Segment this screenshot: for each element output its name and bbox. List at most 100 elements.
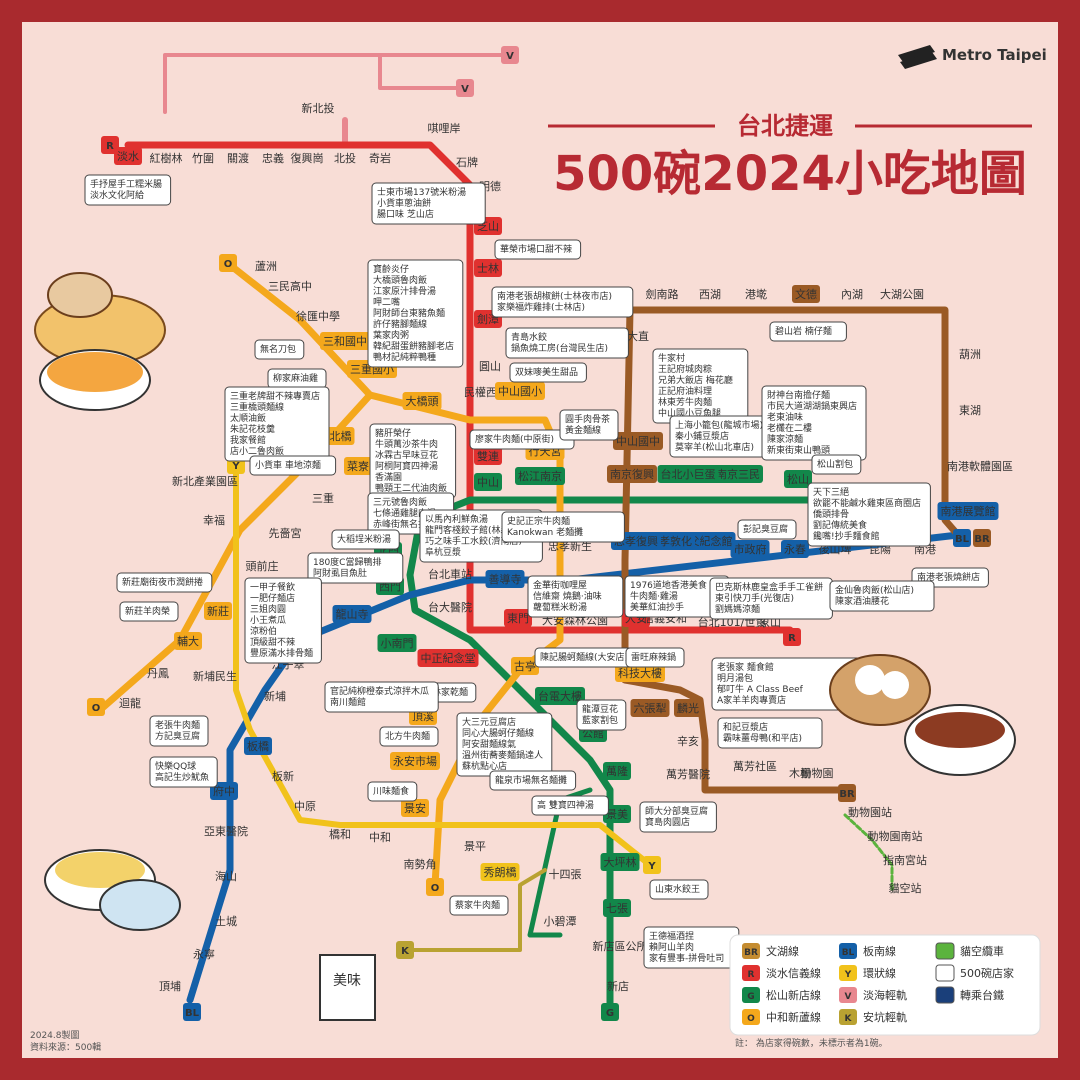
station-78[interactable]: 港墘 — [745, 287, 767, 301]
station-43[interactable]: 小碧潭 — [544, 915, 577, 928]
station-94[interactable]: 三重 — [312, 491, 334, 505]
station-111[interactable]: 中原 — [294, 800, 316, 813]
station-82[interactable]: 葫洲 — [959, 348, 981, 361]
shop-callout-bishan[interactable]: 碧山岩 楠仔麵 — [769, 321, 847, 342]
station-100[interactable]: 迴龍 — [119, 696, 141, 710]
station-108[interactable]: 幸福 — [203, 513, 225, 527]
station-59[interactable]: 新埔 — [264, 689, 286, 703]
station-45[interactable]: 新店 — [607, 979, 629, 993]
shop-callout-shuangwei[interactable]: 双妹嘜美生甜品 — [509, 362, 587, 383]
shop-callout-chuanchuan[interactable]: 川味麵食 — [367, 781, 418, 802]
station-69[interactable]: 萬芳社區 — [733, 759, 777, 773]
station-87[interactable]: 三民高中 — [268, 279, 312, 293]
station-83[interactable]: 東湖 — [959, 404, 981, 417]
shop-callout-liujia[interactable]: 柳家麻油雞 — [267, 368, 327, 389]
station-0[interactable]: 淡水 — [114, 147, 142, 165]
station-80[interactable]: 內湖 — [841, 288, 863, 301]
shop-callout-wuzhang[interactable]: 無名刀包 — [254, 339, 305, 360]
station-79[interactable]: 文德 — [792, 285, 820, 303]
station-7[interactable]: 奇岩 — [369, 151, 391, 165]
shop-callout-wanglai[interactable]: 雷旺麻辣鍋 — [625, 647, 685, 668]
station-17[interactable]: 中山 — [474, 473, 502, 491]
station-70[interactable]: 萬芳醫院 — [666, 767, 710, 781]
station-96[interactable]: 頭前庄 — [246, 559, 279, 573]
shop-callout-gao[interactable]: 高 雙寶四神湯 — [531, 795, 609, 816]
shop-callout-market[interactable]: 龍泉市場無名麵攤 — [489, 770, 577, 791]
station-36[interactable]: 古亭 — [511, 657, 539, 675]
shop-callout-cai[interactable]: 蔡家牛肉麵 — [449, 895, 509, 916]
station-35[interactable]: 小南門 — [377, 634, 417, 652]
station-65[interactable]: 永寧 — [193, 947, 215, 961]
station-12[interactable]: 士林 — [474, 259, 502, 277]
station-95[interactable]: 先嗇宮 — [269, 526, 302, 540]
shop-callout-liaojia[interactable]: 廖家牛肉麵(中原街) — [469, 429, 575, 450]
station-99[interactable]: 丹鳳 — [147, 667, 169, 680]
station-42[interactable]: 七張 — [603, 899, 631, 917]
shop-callout-songbao[interactable]: 松山割包 — [811, 454, 862, 475]
station-89[interactable]: 三和國中 — [320, 332, 370, 350]
shop-callout-damiao[interactable]: 大稻埕米粉湯 — [331, 529, 400, 550]
station-120[interactable]: 貓空站 — [889, 881, 922, 895]
station-21[interactable]: 東門 — [504, 609, 532, 627]
station-37[interactable]: 台電大樓 — [535, 687, 585, 705]
station-76[interactable]: 劍南路 — [646, 287, 679, 301]
station-27[interactable]: 新北投 — [302, 101, 335, 115]
station-105[interactable]: 景安 — [401, 799, 429, 817]
station-109[interactable]: 新埔民生 — [193, 669, 237, 683]
station-39[interactable]: 萬隆 — [603, 762, 631, 780]
station-116[interactable]: 十四張 — [549, 867, 582, 881]
station-19[interactable]: 台大醫院 — [428, 600, 472, 614]
station-66[interactable]: 頂埔 — [159, 980, 181, 993]
station-113[interactable]: 中和 — [369, 831, 391, 844]
station-9[interactable]: 石牌 — [456, 155, 478, 169]
station-119[interactable]: 指南宮站 — [883, 853, 927, 867]
station-14[interactable]: 圓山 — [479, 360, 501, 373]
shop-callout-jinshan[interactable]: 金仙魯肉飯(松山店)陳家酒油腰花 — [829, 580, 935, 612]
station-110[interactable]: 板新 — [272, 769, 294, 783]
station-28[interactable]: 松山 — [784, 470, 812, 488]
station-98[interactable]: 輔大 — [174, 632, 202, 650]
station-46[interactable]: 南港展覽館 — [937, 502, 999, 520]
shop-callout-linjia[interactable]: 林家乾麵 — [426, 682, 477, 703]
station-81[interactable]: 大湖公園 — [880, 287, 924, 301]
station-20[interactable]: 中正紀念堂 — [417, 649, 479, 667]
station-61[interactable]: 府中 — [210, 782, 238, 800]
station-50[interactable]: 永春 — [781, 540, 809, 558]
station-117[interactable]: 動物園站 — [848, 805, 892, 819]
shop-callout-xinzhuang_goat[interactable]: 新莊羊肉榮 — [119, 601, 179, 622]
station-115[interactable]: 景平 — [464, 840, 486, 853]
station-60[interactable]: 板橋 — [244, 737, 272, 755]
station-68[interactable]: 木柵 — [789, 766, 811, 780]
shop-callout-chenjiki[interactable]: 陳記腸蚵麵線(大安店) — [534, 647, 649, 668]
station-2[interactable]: 竹圍 — [192, 151, 214, 165]
station-112[interactable]: 橋和 — [329, 827, 351, 841]
station-29[interactable]: 南京三民 — [713, 465, 763, 483]
shop-callout-yuanshan[interactable]: 寶齡炎仔大橋頭魯肉飯江家原汁排骨湯呷二嘴阿財師台東豬魚麵許仔豬腳麵線葉家肉粥韓紀… — [367, 259, 464, 368]
station-75[interactable]: 大直 — [627, 329, 649, 343]
station-18[interactable]: 台北車站 — [428, 567, 472, 581]
shop-callout-jiantan[interactable]: 南港老張胡椒餅(士林夜市店)家樂福炸雞排(士林店) — [491, 286, 634, 318]
station-3[interactable]: 關渡 — [227, 151, 249, 165]
station-62[interactable]: 亞東醫院 — [204, 824, 248, 838]
station-16[interactable]: 雙連 — [474, 447, 502, 465]
station-93[interactable]: 菜寮 — [344, 457, 372, 475]
station-88[interactable]: 徐匯中學 — [296, 309, 340, 323]
station-8[interactable]: 唭哩岸 — [428, 122, 461, 135]
